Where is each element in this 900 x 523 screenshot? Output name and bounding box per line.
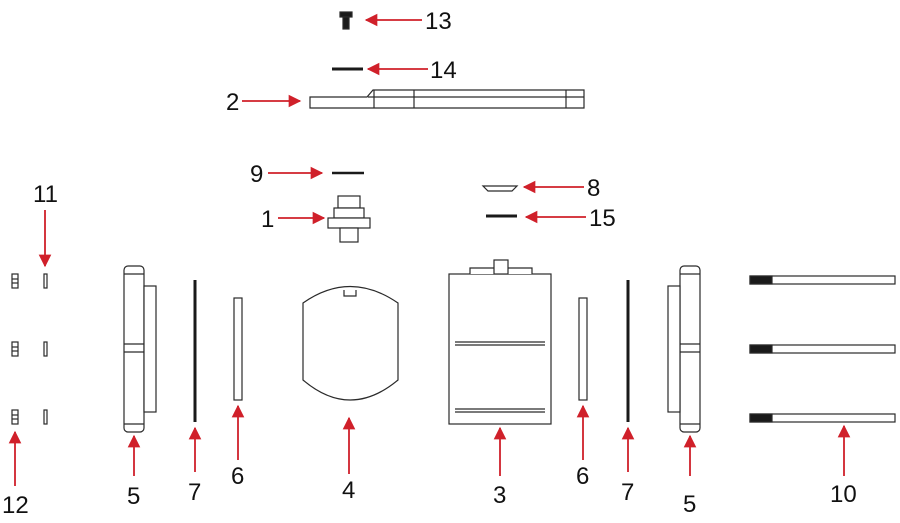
left-clips-column <box>11 273 19 425</box>
callout-1: 1 <box>261 206 274 233</box>
callout-10: 10 <box>830 481 857 508</box>
callout-6-right: 6 <box>576 463 589 490</box>
callout-4: 4 <box>342 477 355 504</box>
callout-13: 13 <box>425 8 452 35</box>
callout-11: 11 <box>33 181 58 208</box>
callout-7-right: 7 <box>621 479 634 506</box>
part-1-connector <box>327 195 371 243</box>
part-6-left-plate <box>233 297 243 401</box>
part-10-rods <box>749 275 896 423</box>
part-4-body <box>302 286 399 401</box>
part-5-right-endcap <box>667 265 701 433</box>
callout-14: 14 <box>430 57 457 84</box>
callout-15: 15 <box>589 205 616 232</box>
callout-5-left: 5 <box>127 483 140 510</box>
callout-2: 2 <box>226 89 239 116</box>
callout-6-left: 6 <box>231 463 244 490</box>
callout-12: 12 <box>2 492 29 518</box>
part-3-housing <box>448 259 552 425</box>
part-2-top-bar <box>309 89 585 109</box>
left-pins-column <box>43 273 48 425</box>
callout-5-right: 5 <box>683 491 696 518</box>
callout-3: 3 <box>493 482 506 509</box>
callout-7-left: 7 <box>188 479 201 506</box>
part-6-right-plate <box>578 297 588 401</box>
callout-9: 9 <box>250 161 263 188</box>
part-5-left-endcap <box>123 265 157 433</box>
callout-arrows <box>8 13 851 486</box>
part-8-plate <box>481 185 519 192</box>
part-13-screw <box>339 11 353 30</box>
callout-8: 8 <box>587 175 600 202</box>
